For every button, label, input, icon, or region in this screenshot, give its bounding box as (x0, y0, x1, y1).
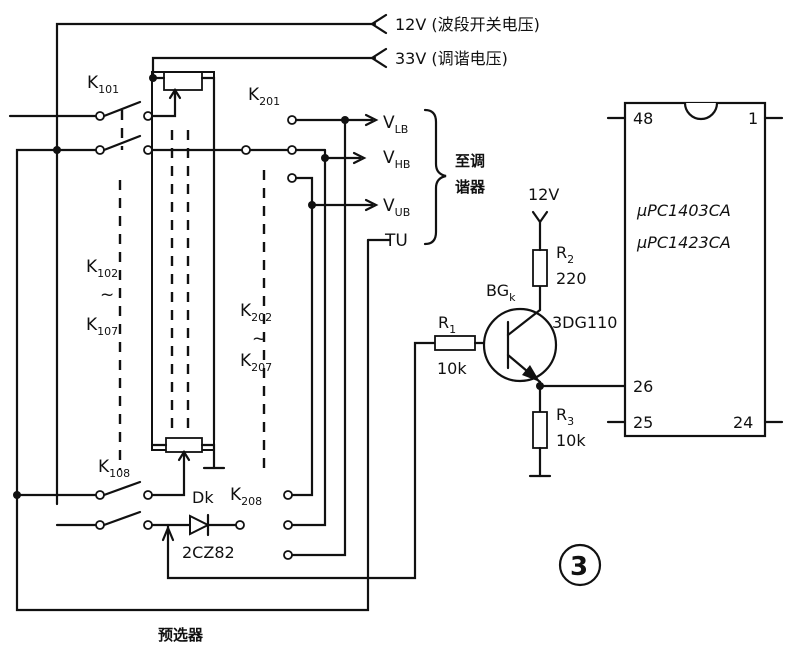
vlb-label: VLB (383, 113, 408, 136)
switch-k208 (235, 490, 293, 560)
ic-pin-24: 24 (733, 413, 753, 432)
vub-junction (308, 201, 316, 209)
vhb-label: VHB (383, 148, 410, 171)
output-brace (423, 108, 447, 246)
ic-pin-26: 26 (633, 377, 653, 396)
r3-label: R3 (556, 405, 574, 428)
k108-label: K108 (98, 457, 130, 480)
supply-12v-rail (55, 13, 388, 506)
transistor-label: BGk (486, 281, 516, 304)
ic-package (606, 101, 784, 438)
k108-junction (13, 491, 21, 499)
r2-value: 220 (556, 269, 587, 288)
supply-33v-label: 33V (调谐电压) (395, 49, 508, 68)
k108-to-pot-wire (150, 460, 186, 497)
tuning-bank-tube (151, 71, 215, 451)
junction-dot (53, 146, 61, 154)
dest-label-line1: 至调 (455, 152, 485, 170)
k1-range-sign: ~ (100, 285, 114, 305)
emitter-junction (536, 382, 544, 390)
r3-value: 10k (556, 431, 586, 450)
r1-label: R1 (438, 313, 456, 336)
diode-label: Dk (192, 488, 214, 507)
vlb-bus (290, 118, 347, 557)
ic-part-1: μPC1403CA (636, 201, 731, 220)
dest-label-line2: 谐器 (455, 178, 486, 196)
vlb-junction (341, 116, 349, 124)
r2-label: R2 (556, 243, 574, 266)
transistor-part: 3DG110 (552, 313, 617, 332)
base-drive-wire (166, 341, 437, 580)
k101-label: K101 (87, 73, 119, 96)
vub-bus (290, 203, 314, 497)
supply-12v-label: 12V (波段开关电压) (395, 15, 540, 34)
vhb-arrowhead (352, 151, 367, 165)
left-bus-wire (15, 148, 370, 612)
base-drive-arrowhead (161, 525, 175, 542)
ic-pin-48: 48 (633, 109, 653, 128)
switch-k108 (95, 480, 153, 530)
transistor-bgk (482, 307, 558, 384)
diode-dk (189, 513, 238, 537)
ic-pin-25: 25 (633, 413, 653, 432)
potentiometer-top (149, 71, 216, 442)
figure-caption: 预选器 (158, 626, 204, 644)
tu-label: TU (384, 231, 408, 251)
vub-label: VUB (383, 196, 410, 219)
diode-part: 2CZ82 (182, 543, 235, 562)
ic-part-2: μPC1423CA (636, 233, 731, 252)
k102-label: K102 (86, 257, 118, 280)
switch-k101 (95, 100, 153, 155)
k107-label: K107 (86, 315, 118, 338)
vlb-arrowhead (364, 113, 379, 127)
k201-label: K201 (248, 85, 280, 108)
k101-to-pot-wire (150, 86, 177, 118)
figure-number: 3 (558, 543, 602, 587)
resistor-r3 (528, 411, 552, 478)
vhb-junction (321, 154, 329, 162)
ic-pin-1: 1 (748, 109, 758, 128)
k207-label: K207 (240, 351, 272, 374)
k208-label: K208 (230, 485, 262, 508)
k2-range-sign: ~ (252, 329, 266, 349)
r1-value: 10k (437, 359, 467, 378)
k202-label: K202 (240, 301, 272, 324)
resistor-r2 (531, 210, 549, 287)
potentiometer-bottom (150, 437, 226, 470)
vhb-bus (290, 148, 327, 527)
switch-k201 (241, 115, 347, 207)
vub-arrowhead (364, 198, 379, 212)
figure-number-text: 3 (570, 552, 588, 582)
vcc-label: 12V (528, 185, 559, 204)
